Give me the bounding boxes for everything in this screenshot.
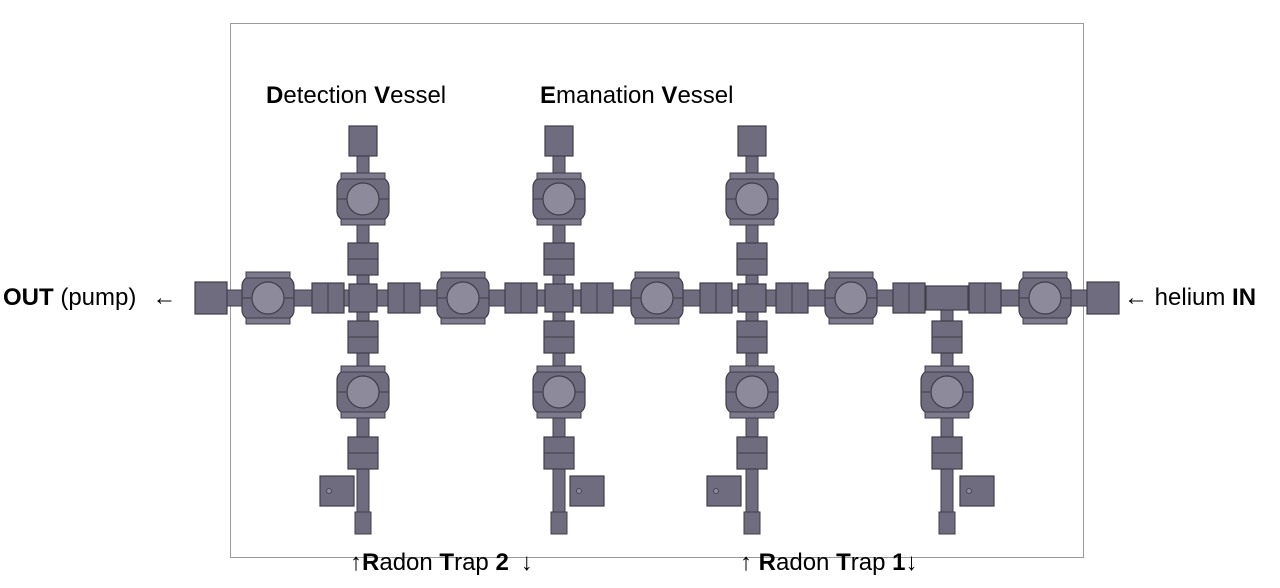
trap-side-fitting (319, 475, 355, 507)
branch-valve-lower (532, 365, 586, 419)
branch-valve-upper (336, 172, 390, 226)
vessel-port-top (737, 125, 767, 157)
main-fitting (699, 282, 733, 314)
arrow-left-icon: ← (152, 284, 177, 311)
trap-side-fitting (569, 475, 605, 507)
main-valve-4 (824, 271, 878, 325)
branch-fitting (736, 436, 768, 470)
arrow-up-icon: ↑ (740, 549, 752, 576)
outlet-pump-label: OUT (pump)← (3, 284, 177, 311)
branch-valve-upper (725, 172, 779, 226)
trap-side-fitting (706, 475, 742, 507)
emanation-vessel-label: Emanation Vessel (540, 82, 734, 109)
main-fitting (387, 282, 421, 314)
trap-side-fitting (959, 475, 995, 507)
branch-fitting (931, 436, 963, 470)
tee-junction (925, 285, 969, 311)
branch-fitting (543, 242, 575, 276)
trap-end-cap (743, 511, 761, 535)
vessel-port-top (544, 125, 574, 157)
main-fitting (504, 282, 538, 314)
trap-end-cap (354, 511, 372, 535)
main-fitting (892, 282, 926, 314)
arrow-down-icon: ↓ (520, 549, 533, 576)
branch-valve-lower (725, 365, 779, 419)
main-valve-1 (241, 271, 295, 325)
detection-vessel-label: Detection Vessel (266, 82, 447, 109)
main-valve-2 (436, 271, 490, 325)
arrow-down-icon: ↓ (905, 549, 918, 576)
main-fitting (580, 282, 614, 314)
branch-fitting (736, 320, 768, 354)
branch-fitting (347, 320, 379, 354)
trap-end-cap (938, 511, 956, 535)
branch-fitting (347, 242, 379, 276)
branch-fitting (736, 242, 768, 276)
cross-junction (544, 283, 574, 313)
outlet-fitting (194, 281, 228, 315)
branch-fitting (543, 436, 575, 470)
branch-fitting (347, 436, 379, 470)
branch-fitting (543, 320, 575, 354)
radon-trap-2-label: ↑Radon Trap 2↓ (350, 549, 533, 576)
main-fitting (311, 282, 345, 314)
arrow-up-icon: ↑ (350, 549, 362, 576)
main-valve-5 (1018, 271, 1072, 325)
branch-fitting (931, 320, 963, 354)
inlet-fitting (1086, 281, 1120, 315)
arrow-left-icon: ← (1124, 284, 1148, 311)
cross-junction (737, 283, 767, 313)
branch-valve-lower (920, 365, 974, 419)
main-fitting (775, 282, 809, 314)
main-valve-3 (630, 271, 684, 325)
cross-junction (348, 283, 378, 313)
radon-trap-1-label: ↑ Radon Trap 1↓ (740, 549, 918, 576)
main-fitting (968, 282, 1002, 314)
trap-end-cap (550, 511, 568, 535)
branch-valve-lower (336, 365, 390, 419)
helium-inlet-label: ← helium IN (1124, 284, 1257, 311)
branch-valve-upper (532, 172, 586, 226)
vessel-port-top (348, 125, 378, 157)
